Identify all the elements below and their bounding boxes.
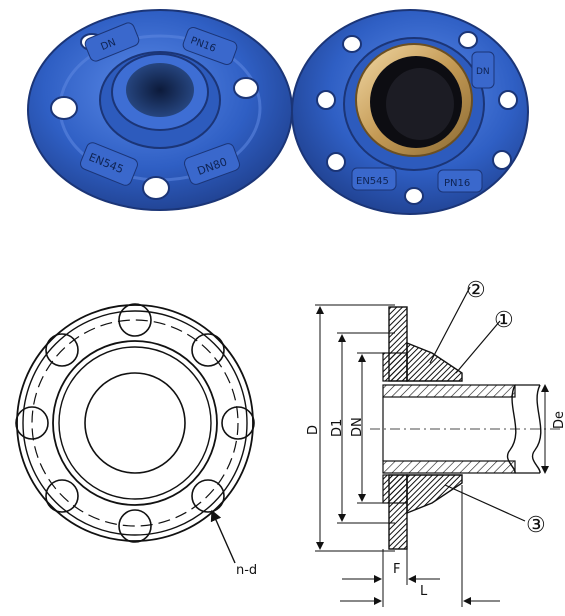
part-label-3: ③ — [526, 513, 546, 538]
bolt-hole-bottom-right — [191, 479, 225, 513]
bolt-hole-left — [15, 406, 49, 440]
section-view — [370, 286, 560, 550]
left-flange: DN80 EN545 PN16 DN — [27, 9, 293, 211]
bolt-hole-right — [221, 406, 255, 440]
bolt-hole-label: n-d — [236, 563, 257, 578]
front-view — [15, 303, 255, 564]
left-marking-dn: DN — [99, 37, 117, 53]
dim-label-f: F — [393, 562, 400, 577]
right-marking-pn16: PN16 — [444, 178, 470, 189]
bolt-hole-bottom-left — [45, 479, 79, 513]
part-label-1: ① — [494, 308, 514, 333]
dim-label-dn: DN — [350, 417, 365, 437]
dimension-lines — [315, 304, 549, 607]
bolt-hole-top-right — [191, 333, 225, 367]
bolt-hole-bottom — [118, 509, 152, 543]
dim-label-d: D — [306, 425, 321, 435]
dim-label-de: De — [552, 411, 565, 429]
dim-label-d1: D1 — [330, 419, 345, 437]
bolt-hole-top-left — [45, 333, 79, 367]
part-label-2: ② — [466, 278, 486, 303]
dim-label-l: L — [420, 584, 428, 599]
right-marking-dn: DN — [476, 67, 490, 77]
drawing-svg: n-d — [15, 278, 565, 607]
bolt-hole-top — [118, 303, 152, 337]
right-marking-en545: EN545 — [356, 176, 389, 187]
flange-photo-svg: DN80 EN545 PN16 DN EN545 PN1 — [27, 9, 529, 215]
product-photo: DN80 EN545 PN16 DN EN545 PN1 — [0, 0, 565, 245]
technical-drawing: n-d — [0, 245, 565, 612]
right-flange: EN545 PN16 DN — [291, 9, 529, 215]
